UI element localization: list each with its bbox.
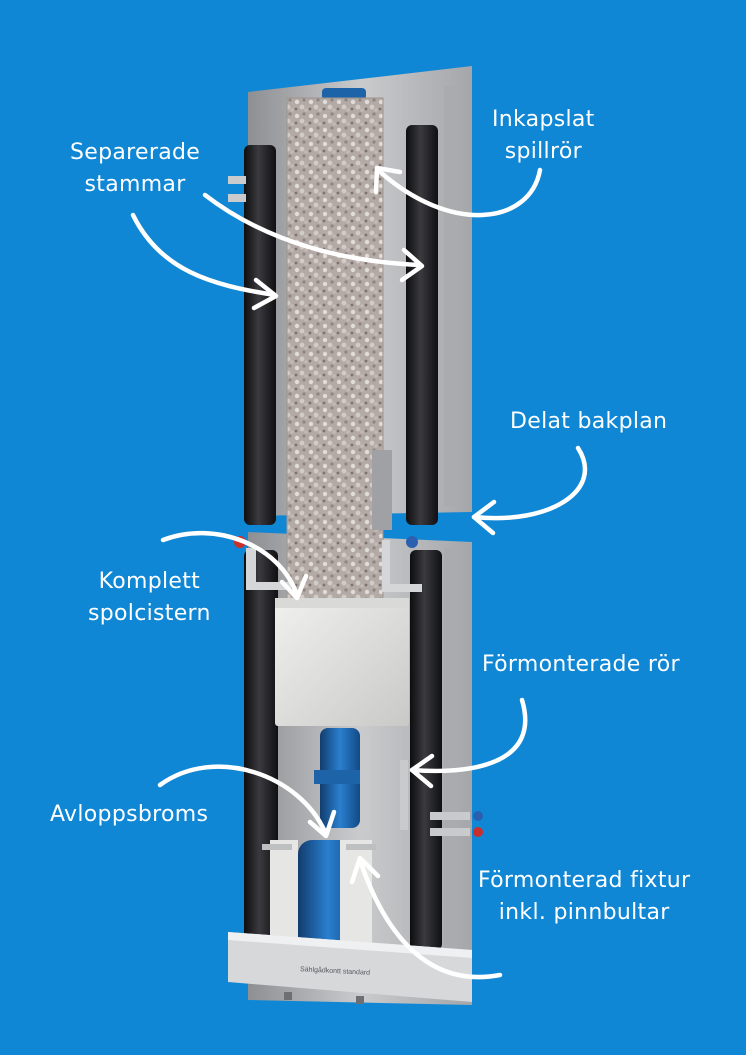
- label-avloppsbroms: Avloppsbroms: [50, 802, 209, 827]
- label-inkapslat-spillror: Inkapslat spillrör: [492, 107, 595, 164]
- label-formonterade-ror: Förmonterade rör: [482, 652, 680, 677]
- arrow-inkapslat: [373, 165, 543, 218]
- arrow-formonterade: [409, 697, 528, 789]
- arrow-separerade-right: [202, 192, 425, 283]
- label-separerade-stammar: Separerade stammar: [70, 140, 201, 197]
- arrow-delat: [471, 445, 587, 536]
- label-formonterad-fixtur: Förmonterad fixtur inkl. pinnbultar: [478, 868, 691, 925]
- arrow-fixtur: [349, 855, 503, 980]
- arrow-komplett: [160, 530, 309, 601]
- label-komplett-spolcistern: Komplett spolcistern: [88, 569, 211, 626]
- arrow-avlopp: [157, 764, 337, 839]
- arrow-separerade-left: [130, 212, 279, 311]
- label-delat-bakplan: Delat bakplan: [510, 409, 668, 434]
